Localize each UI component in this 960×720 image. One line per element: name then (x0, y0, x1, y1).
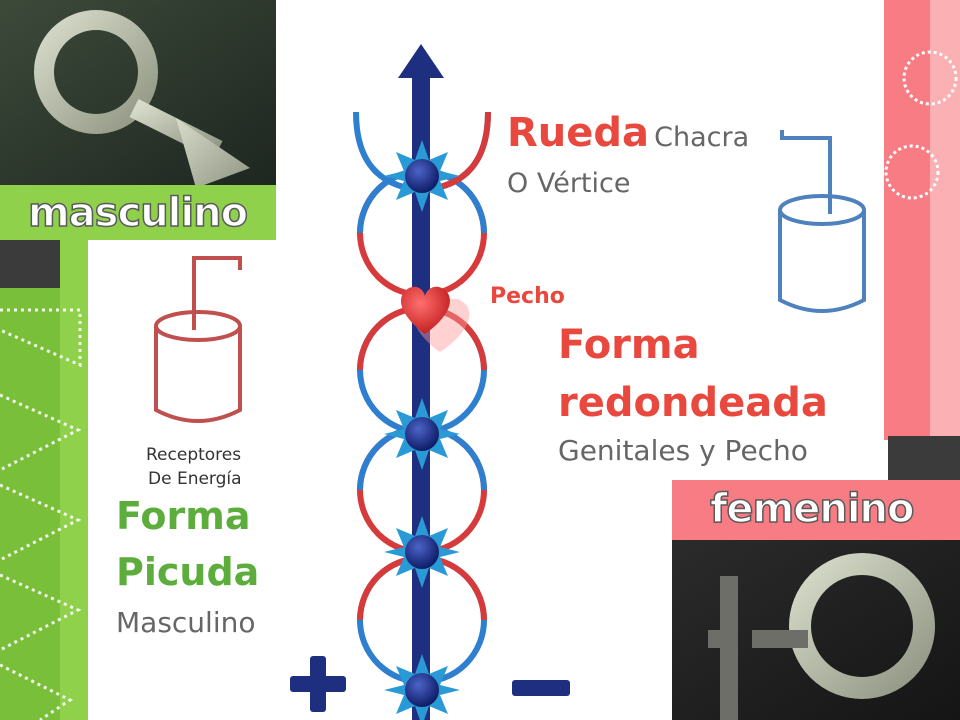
forma-redondeada-line2: redondeada (558, 380, 828, 426)
male-banner (0, 185, 276, 240)
star-icon (384, 398, 460, 470)
heart-icon (401, 286, 470, 352)
energy-receptor-red (154, 256, 242, 423)
genitales-pecho-text: Genitales y Pecho (558, 434, 808, 467)
star-icon (384, 516, 460, 588)
arrow-up-icon (398, 44, 444, 78)
female-photo (672, 540, 960, 720)
rueda-title: Rueda Chacra (507, 110, 749, 156)
left-green-panel (0, 238, 88, 720)
chakra-column (353, 44, 491, 720)
female-symbol-icon (708, 553, 935, 720)
star-icon (384, 654, 460, 720)
masculino-subtitle: Masculino (116, 606, 256, 639)
femenino-label: femenino (709, 485, 915, 533)
rueda-word: Rueda (507, 110, 650, 156)
forma-picuda-line1: Forma (116, 494, 251, 538)
star-icon (384, 140, 460, 212)
pecho-label: Pecho (490, 284, 565, 309)
forma-redondeada-line1: Forma (558, 322, 700, 368)
male-dark-block (0, 240, 60, 288)
receptores-line1: Receptores (146, 445, 242, 465)
vertice-text: O Vértice (507, 168, 631, 199)
forma-picuda-line2: Picuda (116, 550, 260, 594)
right-pink-panel (884, 0, 960, 480)
male-symbol-icon (34, 10, 250, 188)
minus-icon (512, 680, 570, 696)
receptores-line2: De Energía (148, 469, 242, 489)
energy-receptor-blue (778, 130, 866, 313)
male-photo (0, 0, 276, 188)
plus-icon (290, 656, 346, 712)
female-banner (672, 480, 960, 540)
chacra-word: Chacra (654, 122, 750, 153)
masculino-label: masculino (27, 189, 249, 237)
